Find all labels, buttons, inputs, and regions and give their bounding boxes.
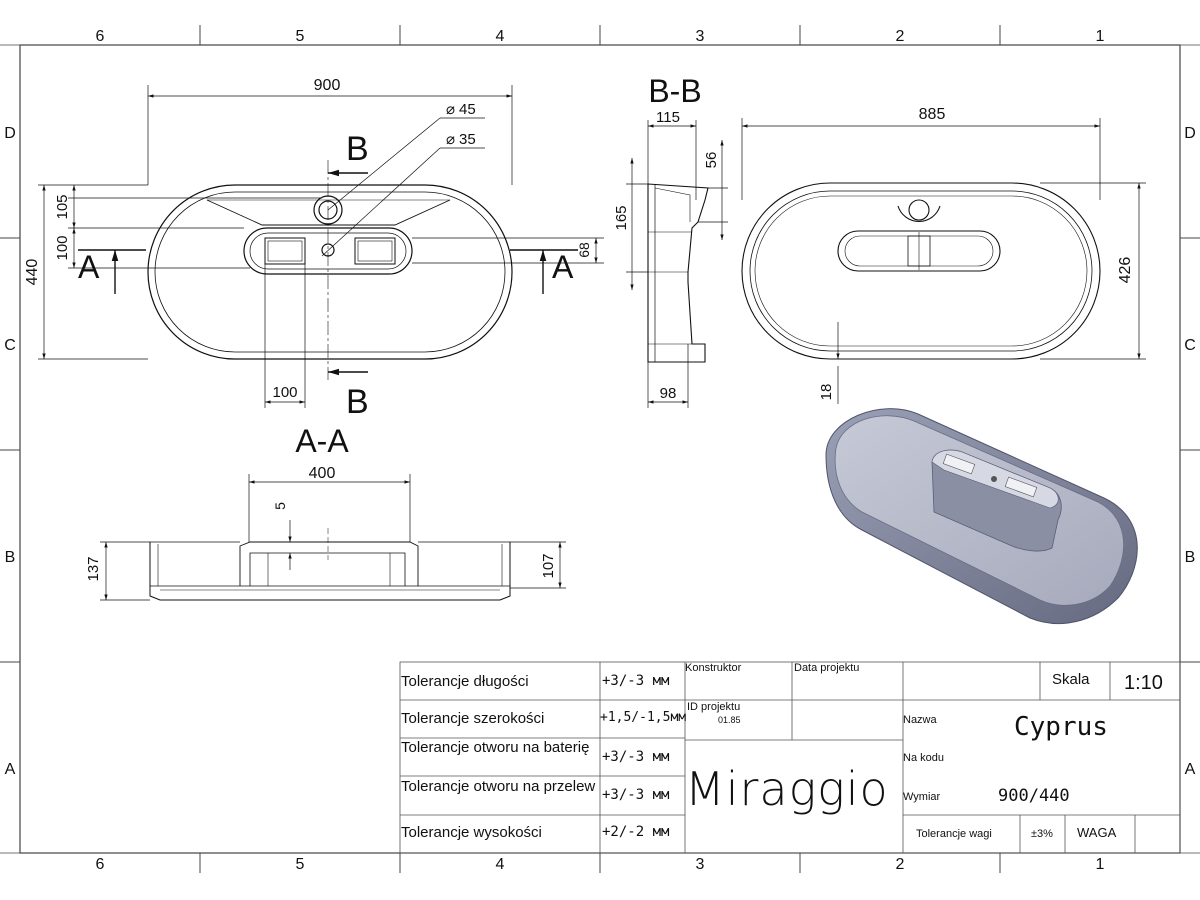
- dim-98-label: 98: [660, 385, 677, 402]
- tolerance-label: Tolerancje wysokości: [401, 824, 542, 841]
- title-block: Tolerancje długości +3/-3 мм Tolerancje …: [400, 662, 1180, 854]
- section-aa-title: A-A: [295, 423, 349, 459]
- dim-100-bottom-label: 100: [272, 384, 297, 401]
- dim-137-label: 137: [85, 556, 102, 581]
- section-bb-labels: B-B 115 56 165 98: [613, 73, 720, 402]
- section-bb-dimensions: [626, 120, 728, 408]
- section-a-right-label: A: [552, 249, 574, 285]
- dim-107-label: 107: [540, 553, 557, 578]
- section-a-left-label: A: [78, 249, 100, 285]
- row-label: C: [1184, 337, 1196, 354]
- right-top-view: [741, 182, 1101, 360]
- na-kodu-label: Na kodu: [903, 752, 944, 764]
- dim-18-label: 18: [818, 384, 835, 401]
- right-top-view-labels: 885 426 18: [818, 106, 1134, 400]
- id-projektu-label: ID projektu: [687, 701, 741, 713]
- row-label: B: [5, 549, 16, 566]
- section-bb-title: B-B: [648, 73, 701, 109]
- section-b-top-label: B: [346, 130, 369, 168]
- frame-labels: 6 5 4 3 2 1 6 5 4 3 2 1 D C B A D C B A: [4, 28, 1196, 873]
- top-view-dimensions: [38, 85, 604, 408]
- dia-45-label: 45: [459, 101, 476, 118]
- column-label: 3: [696, 856, 705, 873]
- dim-length-label: 900: [314, 77, 341, 94]
- top-view: [147, 160, 513, 380]
- section-aa-dimensions: [100, 474, 566, 601]
- dim-100-left-label: 100: [54, 235, 71, 260]
- dim-426-label: 426: [1117, 257, 1134, 284]
- tolerance-value: +1,5/-1,5мм: [600, 710, 687, 725]
- diameter-symbol-icon: ⌀: [446, 131, 455, 148]
- tolerance-label: Tolerancje szerokości: [401, 710, 545, 727]
- column-label: 3: [696, 28, 705, 45]
- wymiar-label: Wymiar: [903, 791, 941, 803]
- skala-value: 1:10: [1124, 672, 1163, 694]
- dim-width-label: 440: [24, 259, 41, 286]
- row-label: A: [1185, 761, 1196, 778]
- waga-label: WAGA: [1077, 825, 1117, 840]
- column-label: 4: [496, 856, 505, 873]
- column-label: 5: [296, 28, 305, 45]
- column-label: 6: [96, 856, 105, 873]
- brand-logo: Miraggio: [685, 762, 889, 816]
- dim-115-label: 115: [656, 109, 680, 126]
- dia-35-label: 35: [459, 131, 476, 148]
- tolerance-value: +2/-2 мм: [602, 824, 670, 840]
- skala-label: Skala: [1052, 671, 1090, 688]
- tolerancje-wagi-label: Tolerancje wagi: [916, 828, 992, 840]
- wymiar-value: 900/440: [998, 786, 1070, 806]
- basin-3d-render: [825, 408, 1138, 624]
- data-projektu-label: Data projektu: [794, 662, 860, 674]
- tolerance-label: Tolerancje długości: [401, 673, 529, 690]
- right-top-view-dimensions: [741, 118, 1146, 404]
- title-block-grid: [399, 661, 1181, 854]
- row-label: D: [1184, 125, 1196, 142]
- top-view-labels: 900 440 105 100 68 100 ⌀ 45 ⌀ 35 B B A A: [24, 77, 592, 421]
- dim-165-label: 165: [613, 205, 630, 230]
- dim-56-label: 56: [703, 152, 720, 169]
- nazwa-value: Cyprus: [1014, 712, 1108, 742]
- dim-5-label: 5: [272, 502, 288, 510]
- column-label: 6: [96, 28, 105, 45]
- dim-68-label: 68: [576, 242, 592, 258]
- tolerance-value: +3/-3 мм: [602, 673, 670, 689]
- tolerance-value: +3/-3 мм: [602, 749, 670, 765]
- nazwa-label: Nazwa: [903, 714, 937, 726]
- row-label: D: [4, 125, 16, 142]
- diameter-symbol-icon: ⌀: [446, 101, 455, 118]
- dim-105-label: 105: [54, 194, 71, 219]
- column-label: 4: [496, 28, 505, 45]
- section-aa-view: [149, 528, 511, 601]
- row-label: B: [1185, 549, 1196, 566]
- tolerance-label: Tolerancje otworu na przelew: [401, 778, 596, 795]
- section-b-bottom-label: B: [346, 383, 369, 421]
- section-aa-labels: A-A 400 5 137 107: [85, 423, 557, 582]
- tolerance-value: +3/-3 мм: [602, 787, 670, 803]
- dim-885-label: 885: [919, 106, 946, 123]
- column-label: 5: [296, 856, 305, 873]
- tolerance-label: Tolerancje otworu na baterię: [401, 739, 590, 756]
- dim-400-label: 400: [309, 465, 336, 482]
- column-label: 2: [896, 856, 905, 873]
- tolerancje-wagi-value: ±3%: [1031, 828, 1053, 840]
- row-label: A: [5, 761, 16, 778]
- id-projektu-value: 01.85: [718, 715, 741, 725]
- row-label: C: [4, 337, 16, 354]
- column-label: 1: [1096, 28, 1105, 45]
- column-label: 2: [896, 28, 905, 45]
- konstruktor-label: Konstruktor: [685, 662, 742, 674]
- section-bb-view: [647, 183, 709, 363]
- column-label: 1: [1096, 856, 1105, 873]
